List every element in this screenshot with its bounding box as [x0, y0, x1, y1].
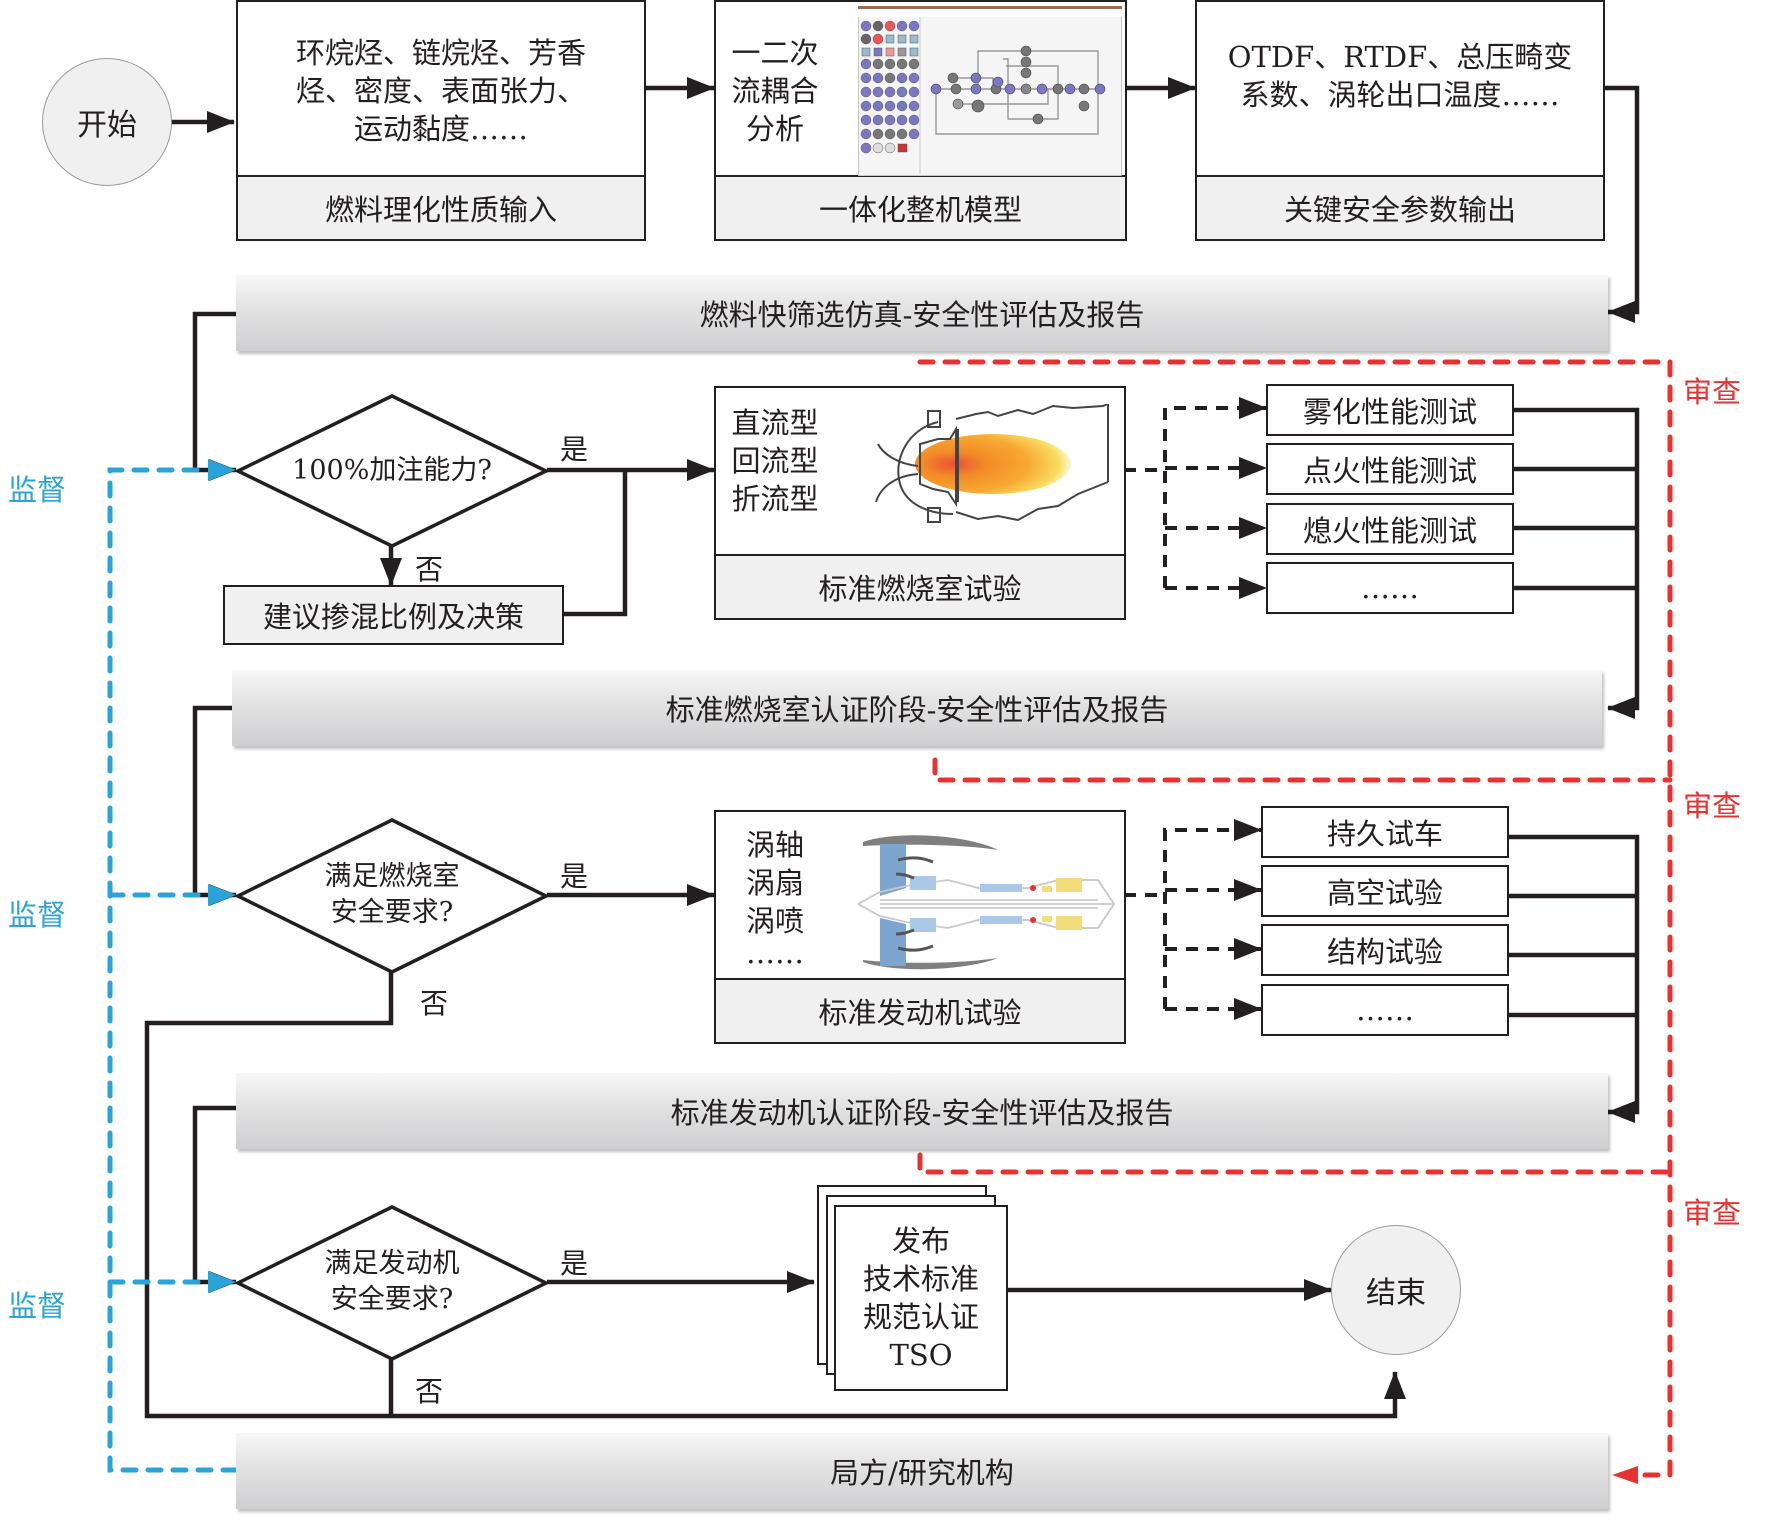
- lean-blowout-test-box: 熄火性能测试: [1266, 503, 1514, 555]
- endurance-test-box: 持久试车: [1261, 806, 1509, 858]
- decision-fill-capability-text: 100%加注能力?: [292, 455, 492, 486]
- screening-assessment-band: 燃料快筛选仿真-安全性评估及报告: [236, 275, 1608, 351]
- start-node: 开始: [42, 58, 172, 186]
- standard-engine-test-title: 标准发动机试验: [716, 978, 1124, 1042]
- d1-no-label: 否: [415, 553, 444, 586]
- start-label: 开始: [77, 108, 137, 143]
- publish-standard-document: 发布 技术标准 规范认证 TSO: [834, 1205, 1008, 1391]
- fuel-property-list: 环烷烃、链烷烃、芳香 烃、密度、表面张力、 运动黏度……: [295, 35, 586, 146]
- dashed-arrow-engine-test-1: [1163, 819, 1262, 1009]
- decision-combustor-safety-text: 满足燃烧室 安全要求?: [324, 861, 460, 928]
- other-engine-tests-box: ……: [1261, 984, 1509, 1036]
- supervise-label-2: 监督: [8, 898, 67, 932]
- supervise-arrow-d1: [208, 459, 236, 481]
- supervise-arrow-d3: [208, 1271, 236, 1293]
- standard-combustor-test-title: 标准燃烧室试验: [716, 554, 1124, 618]
- d3-no-label: 否: [415, 1375, 444, 1408]
- supervise-arrow-d2: [208, 884, 236, 906]
- authority-research-band: 局方/研究机构: [236, 1433, 1608, 1509]
- review-label-2: 审查: [1683, 789, 1742, 823]
- combustor-certification-band: 标准燃烧室认证阶段-安全性评估及报告: [232, 670, 1602, 746]
- blend-ratio-decision-box: 建议掺混比例及决策: [223, 585, 564, 645]
- d3-yes-label: 是: [560, 1247, 589, 1280]
- decision-engine-safety-text: 满足发动机 安全要求?: [324, 1248, 460, 1315]
- combustor-type-list: 直流型 回流型 折流型: [731, 406, 819, 516]
- supervise-label-1: 监督: [8, 473, 67, 507]
- line-blend-to-combustor: [562, 470, 628, 617]
- fuel-property-input-box: 环烷烃、链烷烃、芳香 烃、密度、表面张力、 运动黏度…… 燃料理化性质输入: [236, 0, 646, 241]
- dashed-arrow-test-1: [1163, 397, 1267, 588]
- engine-type-list: 涡轴 涡扇 涡喷 ……: [745, 828, 804, 970]
- combustor-flame-image: [875, 404, 1109, 523]
- review-label-1: 审查: [1683, 375, 1742, 409]
- line-engine-tests-collector: [1507, 834, 1640, 1123]
- turbofan-cross-section-image: [858, 835, 1116, 970]
- arrow-output-to-screening: [1605, 85, 1640, 323]
- supervise-label-3: 监督: [8, 1289, 67, 1323]
- integrated-engine-model-title: 一体化整机模型: [716, 175, 1125, 239]
- atomization-test-box: 雾化性能测试: [1266, 384, 1514, 436]
- arrow-screening-to-d1: [192, 311, 237, 481]
- combustor-certification-label: 标准燃烧室认证阶段-安全性评估及报告: [665, 693, 1169, 727]
- other-combustor-tests-box: ……: [1266, 562, 1514, 614]
- arrow-combustor-cert-to-d2: [192, 705, 237, 906]
- end-label: 结束: [1366, 1276, 1426, 1311]
- structural-test-box: 结构试验: [1261, 924, 1509, 976]
- authority-research-label: 局方/研究机构: [830, 1456, 1014, 1490]
- d1-yes-label: 是: [560, 433, 589, 466]
- review-arrow: [1612, 1466, 1638, 1484]
- review-label-3: 审查: [1683, 1196, 1742, 1230]
- engine-certification-band: 标准发动机认证阶段-安全性评估及报告: [236, 1073, 1608, 1149]
- fuel-property-input-title: 燃料理化性质输入: [238, 175, 644, 239]
- key-safety-parameter-output-title: 关键安全参数输出: [1197, 175, 1603, 239]
- coupling-analysis-text: 一二次 流耦合 分析: [731, 35, 819, 146]
- safety-parameter-list: OTDF、RTDF、总压畸变 系数、涡轮出口温度……: [1227, 39, 1573, 112]
- standard-engine-test-box: 涡轴 涡扇 涡喷 ……: [714, 810, 1126, 1044]
- screening-assessment-label: 燃料快筛选仿真-安全性评估及报告: [699, 298, 1145, 332]
- line-combustor-tests-collector: [1512, 407, 1640, 719]
- arrow-engine-cert-to-d3: [192, 1105, 237, 1293]
- key-safety-parameter-output-box: OTDF、RTDF、总压畸变 系数、涡轮出口温度…… 关键安全参数输出: [1195, 0, 1605, 241]
- integrated-engine-model-box: 一二次 流耦合 分析: [714, 0, 1127, 241]
- ignition-test-box: 点火性能测试: [1266, 443, 1514, 495]
- d2-yes-label: 是: [560, 860, 589, 893]
- supervise-line: [107, 467, 239, 1473]
- d2-no-label: 否: [420, 987, 449, 1020]
- standard-combustor-test-box: 直流型 回流型 折流型 标准燃烧室试验: [714, 386, 1126, 620]
- end-node: 结束: [1331, 1225, 1461, 1355]
- software-network-screenshot-image: [858, 6, 1122, 176]
- altitude-test-box: 高空试验: [1261, 865, 1509, 917]
- engine-certification-label: 标准发动机认证阶段-安全性评估及报告: [670, 1096, 1174, 1130]
